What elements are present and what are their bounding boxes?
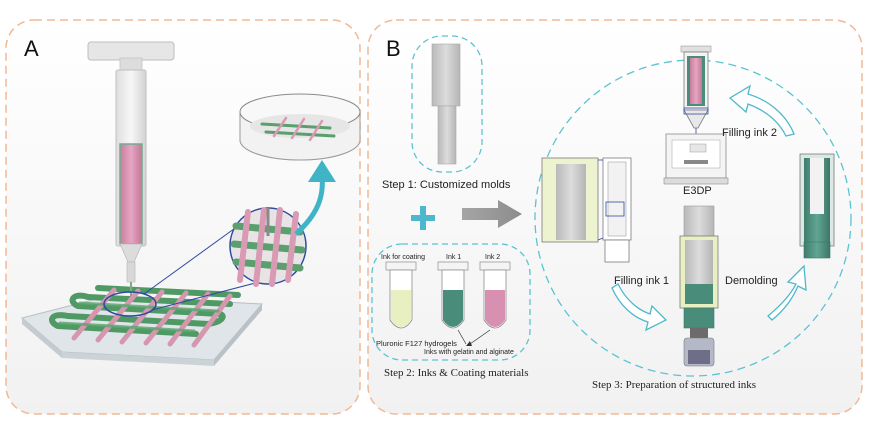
syringe: [87, 41, 175, 296]
arrow-head: [308, 160, 336, 182]
ink1-mold: [679, 205, 719, 367]
panel-b: B Step 1: Customized molds Ink for coati…: [367, 19, 863, 415]
cycle-arrows: [611, 84, 807, 332]
step2-label: Step 2: Inks & Coating materials: [384, 367, 529, 379]
syringe-ink: [120, 144, 142, 244]
plus-icon: [411, 206, 435, 230]
step2-inks: Ink for coating Ink 1 Ink 2 Pluroni: [371, 243, 531, 379]
panel-a: A: [5, 19, 361, 415]
filling-ink1-label: Filling ink 1: [614, 275, 669, 287]
ink2-syringe: [680, 45, 712, 142]
tube-ink1: [437, 261, 469, 329]
tube-ink2: [479, 261, 511, 329]
mold-bottom: [437, 105, 457, 165]
panel-a-letter: A: [24, 36, 39, 61]
filling-ink2-label: Filling ink 2: [722, 127, 777, 139]
step1-label: Step 1: Customized molds: [382, 179, 511, 191]
pluronic-label: Pluronic F127 hydrogels: [376, 339, 457, 348]
demolding-label: Demolding: [725, 275, 778, 287]
printed-lattice: [49, 285, 241, 348]
demolded-ink: [799, 153, 835, 259]
step1-molds: Step 1: Customized molds: [382, 35, 511, 191]
coated-mold: [541, 157, 632, 263]
arrow-filling-ink2: [728, 84, 795, 137]
panel-b-letter: B: [386, 36, 401, 61]
arrow-demolding: [767, 264, 807, 321]
petri-dish: [239, 93, 361, 161]
printer-label: E3DP: [683, 185, 712, 197]
tube-label-ink2: Ink 2: [485, 254, 500, 261]
zoom-callout: [103, 207, 307, 317]
inks-with-label: Inks with gelatin and alginate: [424, 349, 514, 356]
arrow-filling-ink1: [611, 283, 668, 332]
mold-top: [431, 43, 461, 107]
step3-label: Step 3: Preparation of structured inks: [592, 379, 756, 391]
gray-arrow: [462, 200, 522, 228]
tube-coating: [385, 261, 417, 329]
tube-label-coating: Ink for coating: [381, 254, 425, 261]
plunger-handle: [87, 41, 175, 61]
e3dp-printer: E3DP: [663, 133, 729, 197]
tube-label-ink1: Ink 1: [446, 254, 461, 261]
